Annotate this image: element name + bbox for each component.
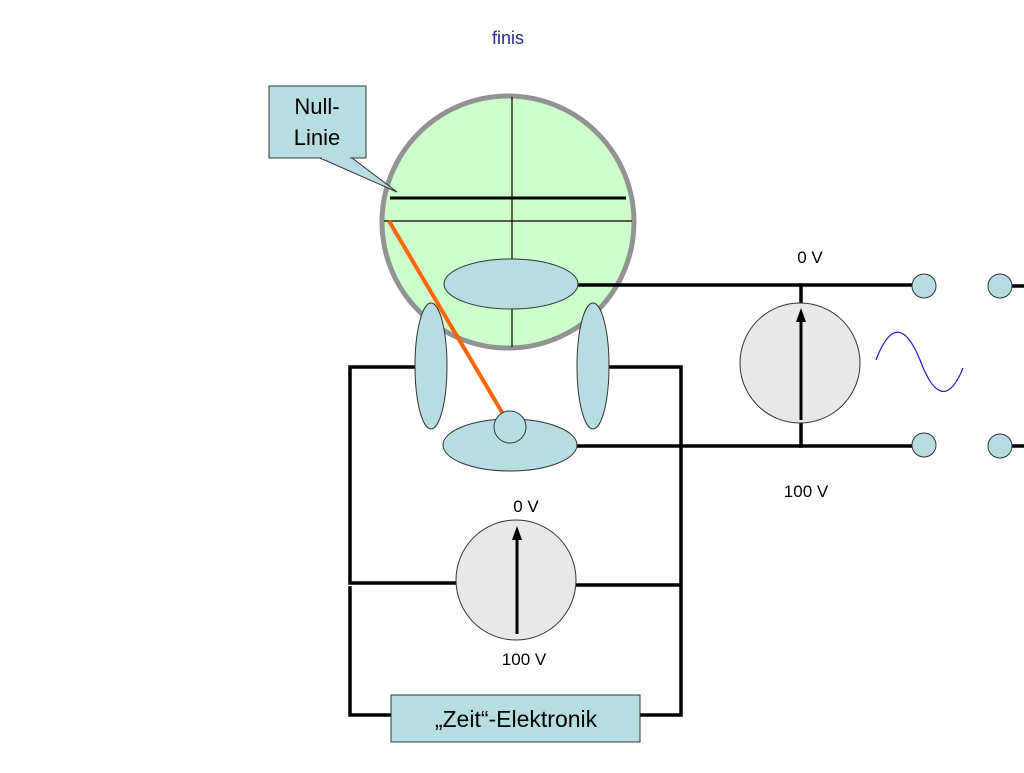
electron-gun — [493, 410, 527, 444]
right-voltmeter: 0 V 100 V — [739, 248, 861, 501]
callout-line-2: Linie — [294, 125, 340, 150]
terminal-top-left — [911, 273, 937, 299]
bottom-meter-needle-arrow — [512, 526, 522, 540]
terminal-bottom-right — [987, 433, 1013, 459]
page-title: finis — [492, 28, 524, 48]
bottom-voltmeter: 0 V 100 V — [455, 497, 577, 669]
right-meter-needle-arrow — [796, 308, 806, 322]
bottom-meter-bottom-label: 100 V — [502, 650, 547, 669]
right-meter-top-label: 0 V — [797, 248, 823, 267]
deflection-plate-top — [443, 258, 579, 310]
callout-line-1: Null- — [294, 94, 339, 119]
terminal-bottom-left — [911, 432, 937, 458]
deflection-plate-left — [414, 302, 448, 430]
right-meter-bottom-label: 100 V — [784, 482, 829, 501]
time-electronics-box: „Zeit“-Elektronik — [390, 694, 641, 743]
bottom-meter-top-label: 0 V — [513, 497, 539, 516]
sine-wave-icon — [875, 331, 964, 392]
electron-beam — [387, 219, 505, 416]
null-line-callout: Null- Linie — [268, 85, 398, 193]
terminal-top-right — [987, 273, 1013, 299]
time-electronics-label: „Zeit“-Elektronik — [435, 706, 598, 732]
deflection-plate-right — [576, 302, 610, 430]
bottom-circuit-wires — [348, 365, 683, 717]
